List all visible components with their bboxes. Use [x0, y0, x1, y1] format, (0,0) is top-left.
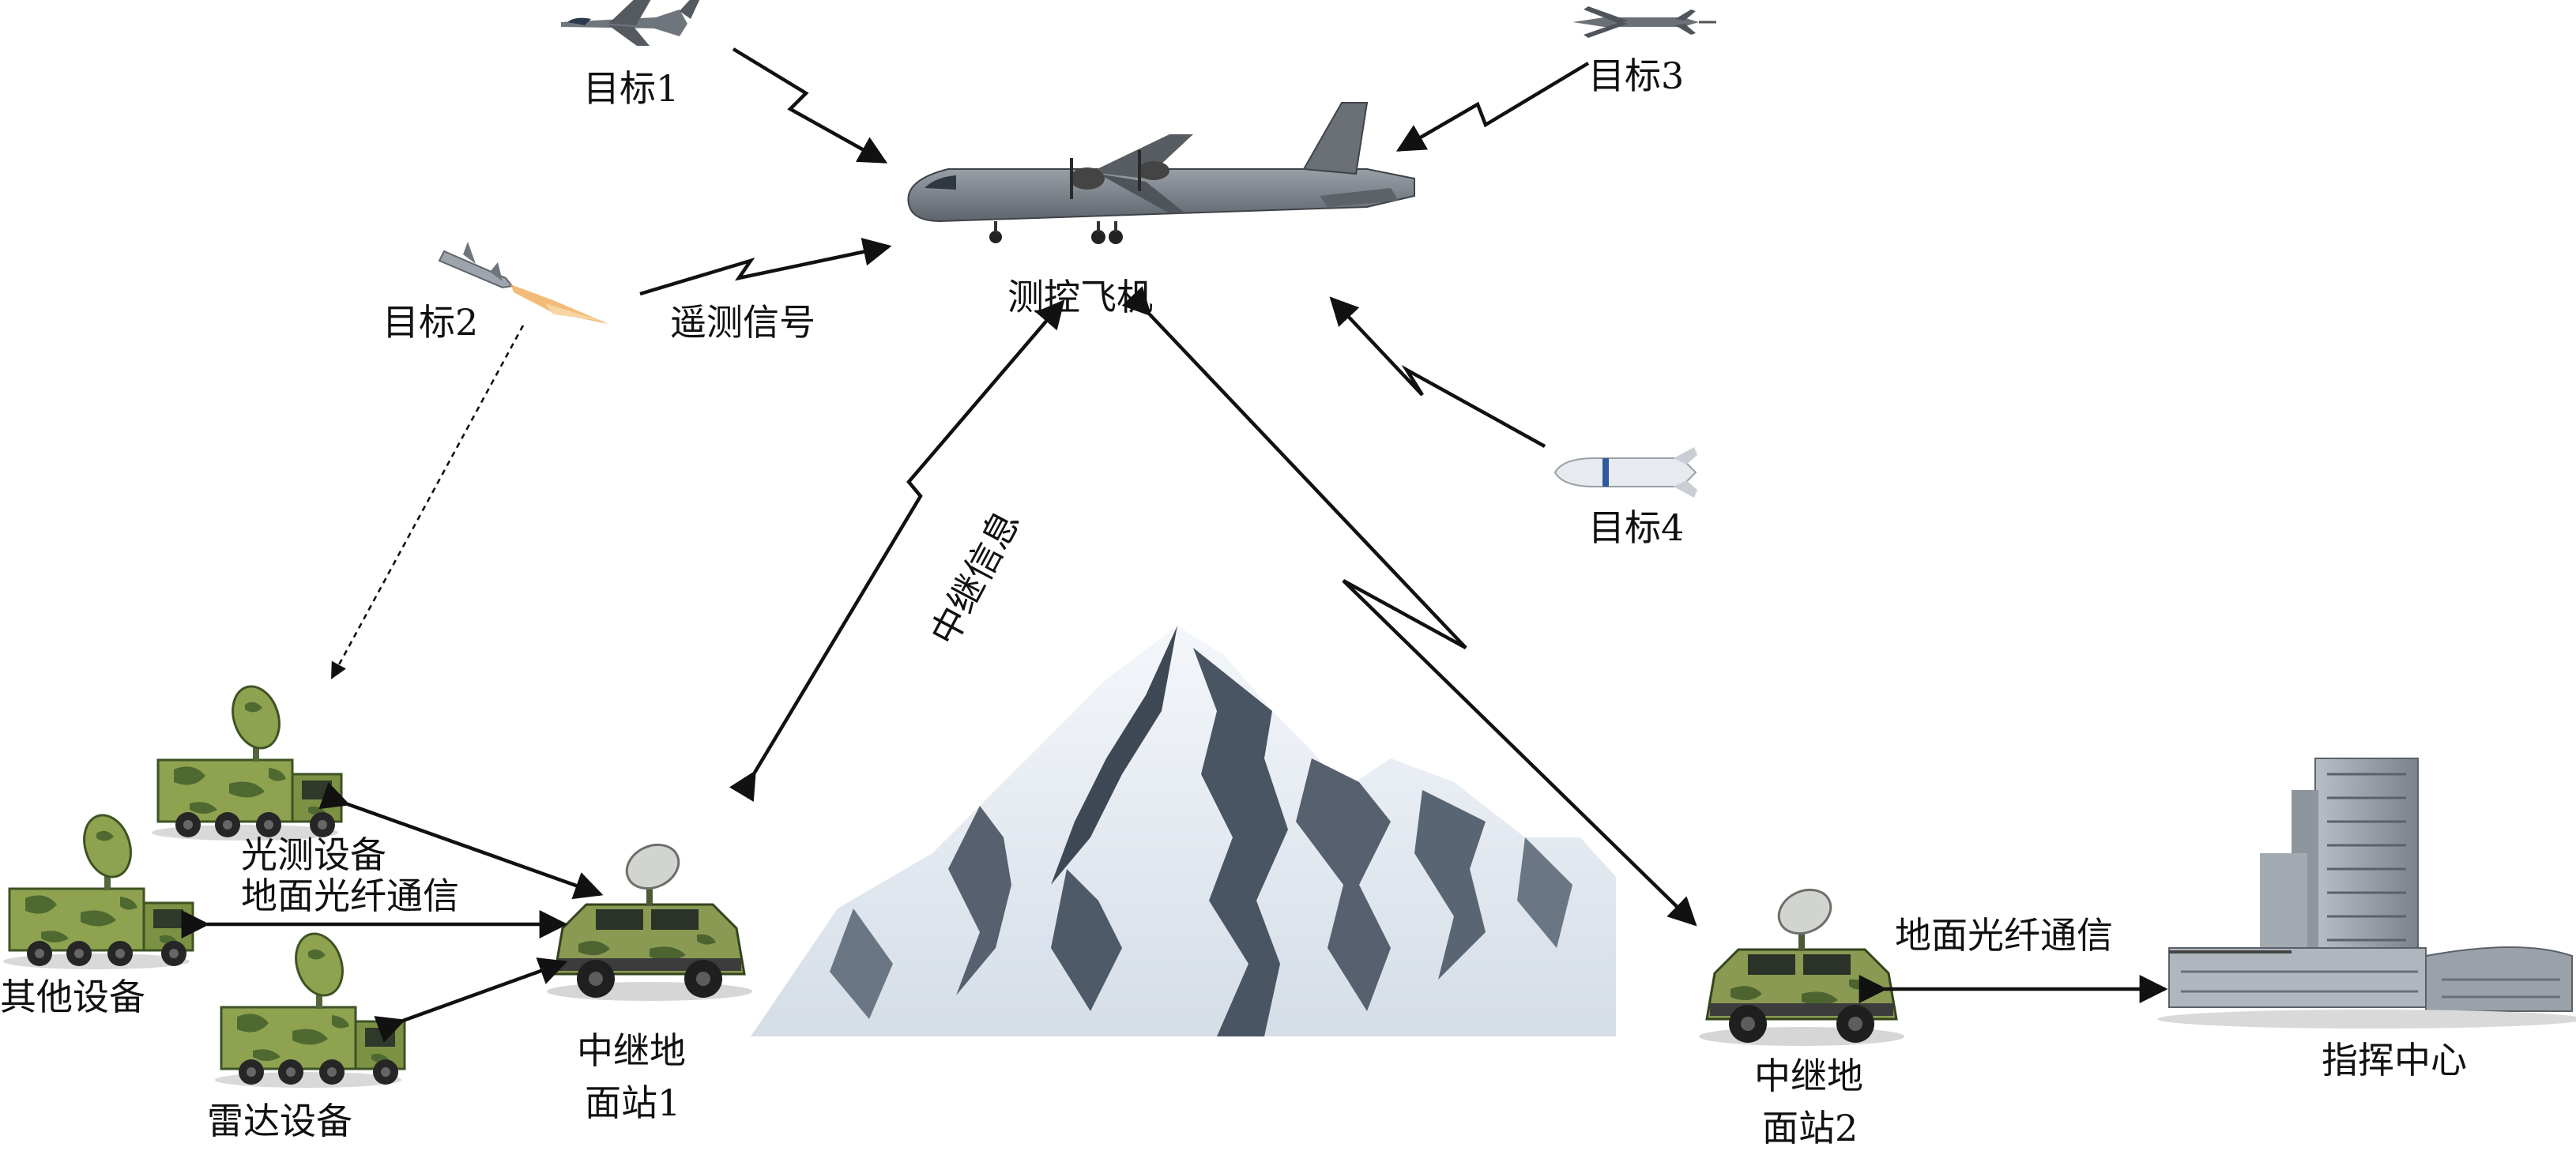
link-target4-aircraft [1329, 296, 1546, 448]
uav-icon [1572, 6, 1716, 38]
link-target2-optical-dashed [330, 325, 525, 679]
fighter-jet-icon [561, 0, 700, 46]
label-relay-station2-line2: 面站2 [1762, 1107, 1858, 1149]
label-command-center: 指挥中心 [2322, 1039, 2467, 1081]
label-ground-fiber-left: 地面光纤通信 [241, 875, 459, 917]
aircraft-icon [907, 102, 1415, 244]
label-relay-station1-line1: 中继地 [577, 1029, 686, 1072]
link-target2-aircraft [639, 238, 892, 296]
relay-station2-jeep-icon [1697, 880, 1906, 1048]
link-target1-aircraft [732, 47, 888, 164]
missile-icon [438, 242, 608, 324]
link-station1-aircraft [729, 299, 1065, 803]
label-relay-station1-line2: 面站1 [585, 1081, 680, 1124]
label-telemetry-signal: 遥测信号 [670, 301, 815, 344]
cruise-missile-icon [1554, 447, 1697, 498]
link-aircraft-station2 [1121, 286, 1697, 927]
radar-equipment-truck-icon [213, 926, 406, 1089]
link-target3-aircraft [1395, 62, 1590, 152]
label-relay-info: 中继信息 [922, 503, 1028, 652]
label-other-equipment: 其他设备 [0, 976, 145, 1018]
label-target1: 目标1 [583, 67, 679, 110]
label-tt-aircraft: 测控飞机 [1007, 276, 1153, 318]
label-radar-equipment: 雷达设备 [207, 1100, 352, 1142]
link-optical-station1 [318, 782, 604, 900]
command-center-building-icon [2157, 758, 2576, 1029]
label-ground-fiber-right: 地面光纤通信 [1895, 914, 2113, 957]
link-radar-station1 [374, 957, 568, 1043]
relay-station1-jeep-icon [545, 835, 754, 1002]
label-target4: 目标4 [1588, 506, 1684, 549]
optical-equipment-truck-icon [150, 679, 343, 842]
label-target3: 目标3 [1588, 55, 1684, 97]
label-optical-equipment: 光测设备 [241, 833, 386, 876]
label-relay-station2-line1: 中继地 [1754, 1055, 1863, 1097]
label-target2: 目标2 [382, 301, 478, 344]
mountain-icon [751, 626, 1616, 1036]
